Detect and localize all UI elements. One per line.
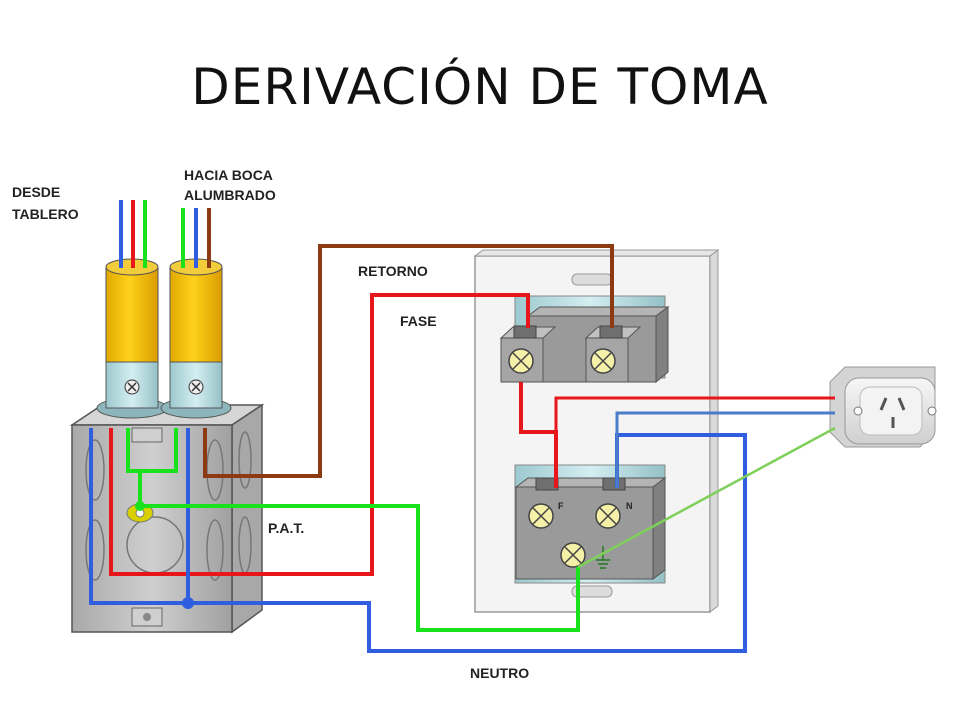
wire-tierra-pat	[138, 471, 580, 632]
terminal-n-label: N	[626, 501, 633, 511]
wire-tierra-tomacorriente	[577, 426, 836, 569]
label-neutro: NEUTRO	[470, 665, 529, 681]
terminal-f-label: F	[558, 501, 564, 511]
tomacorriente-icon	[829, 366, 937, 448]
label-pat: P.A.T.	[268, 520, 304, 536]
page-title: DERIVACIÓN DE TOMA	[191, 58, 769, 116]
wire-neutro-tomacorriente	[615, 411, 835, 488]
outlet-module	[514, 477, 667, 580]
wire-neutro	[89, 428, 747, 653]
wire-tierra	[126, 428, 178, 473]
wires-desde-tablero	[119, 200, 147, 268]
label-fase: FASE	[400, 313, 437, 329]
label-retorno: RETORNO	[358, 263, 428, 279]
junction-box	[69, 403, 265, 634]
label-tablero: TABLERO	[12, 206, 79, 222]
wire-retorno	[203, 244, 614, 478]
label-hacia-boca: HACIA BOCA	[184, 167, 273, 183]
conduit-hacia-alumbrado	[160, 258, 232, 419]
wires-hacia-alumbrado	[181, 208, 211, 268]
conduit-desde-tablero	[96, 258, 168, 419]
switch-module	[499, 306, 670, 384]
label-desde: DESDE	[12, 184, 60, 200]
wire-fase	[109, 293, 530, 576]
wire-fase-tomacorriente	[554, 396, 835, 488]
label-alumbrado: ALUMBRADO	[184, 187, 276, 203]
